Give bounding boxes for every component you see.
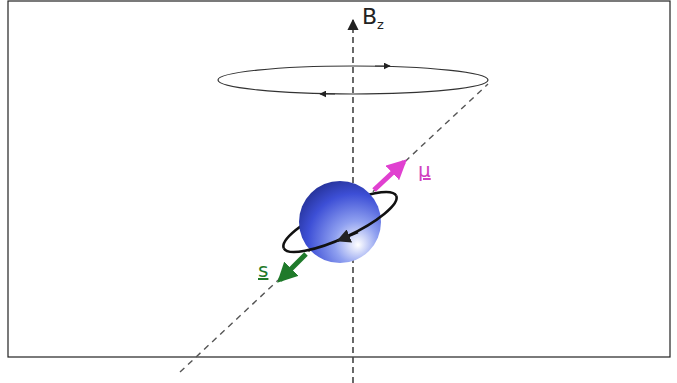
- spin-axis: [180, 84, 488, 372]
- field-subscript: z: [377, 18, 384, 31]
- magnetic-moment-arrow: [374, 162, 404, 190]
- moment-symbol: μ: [418, 160, 431, 180]
- spin-arrow: [280, 254, 306, 280]
- spin-symbol: s: [258, 260, 268, 280]
- precession-arrow: [375, 66, 390, 67]
- precession-orbit: [218, 66, 488, 94]
- field-symbol: B: [362, 6, 377, 28]
- spin-ring-front: [284, 196, 404, 264]
- frame: [8, 1, 670, 357]
- precession-arrow: [320, 94, 335, 95]
